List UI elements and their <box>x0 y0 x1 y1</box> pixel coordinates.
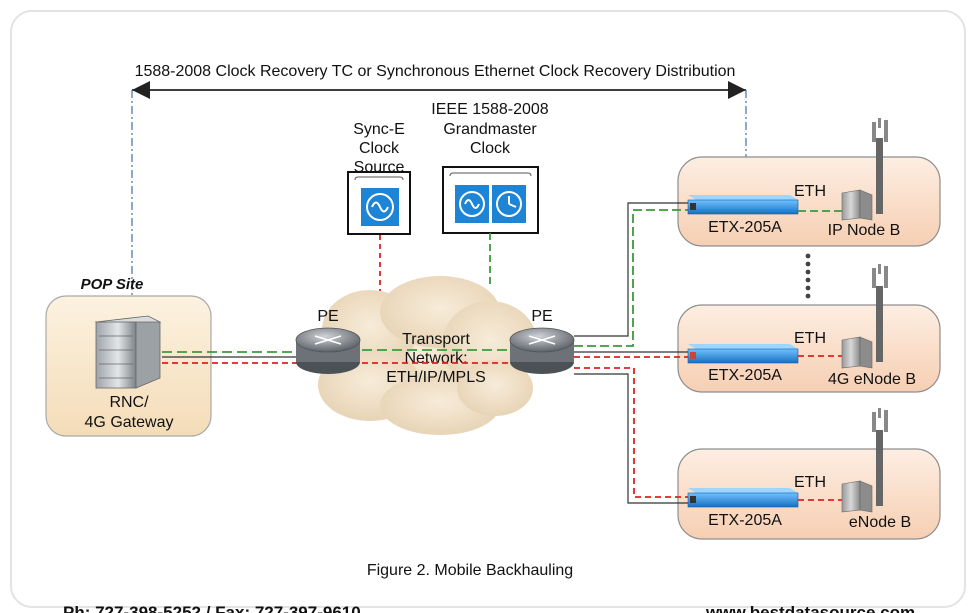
more-sites-dots <box>805 253 811 299</box>
etx-device-1 <box>687 195 799 215</box>
etx-device-3 <box>687 488 799 508</box>
site-3-eth-label: ETH <box>794 474 826 491</box>
pop-label-2: 4G Gateway <box>85 414 174 431</box>
transport-label-3: ETH/IP/MPLS <box>386 369 486 386</box>
transport-cloud <box>318 276 538 435</box>
cell-tower-icon <box>841 264 888 369</box>
footer-website: www.bestdatasource.com <box>705 603 915 613</box>
site-box-3 <box>677 448 941 540</box>
site-1-device-label: ETX-205A <box>708 219 782 236</box>
site-box-2 <box>677 304 941 393</box>
transport-label-2: Network: <box>404 350 467 367</box>
sync-e-clock-box <box>347 171 411 235</box>
router-icon-right <box>509 327 575 374</box>
sine-wave-icon <box>459 191 485 217</box>
header-text: 1588-2008 Clock Recovery TC or Synchrono… <box>135 63 736 80</box>
router-icon-left <box>295 327 361 374</box>
site-2-eth-label: ETH <box>794 330 826 347</box>
pop-label-1: RNC/ <box>109 394 149 411</box>
site-2-node-label: 4G eNode B <box>828 371 916 388</box>
site-3-device-label: ETX-205A <box>708 512 782 529</box>
sync-e-label-2: Clock <box>359 140 400 157</box>
grandmaster-clock-box <box>442 166 539 234</box>
sine-wave-icon <box>366 193 394 221</box>
figure-caption: Figure 2. Mobile Backhauling <box>367 562 573 579</box>
grandmaster-label-3: Clock <box>470 140 511 157</box>
cell-tower-icon <box>841 118 888 221</box>
server-icon <box>94 315 162 389</box>
site-2-device-label: ETX-205A <box>708 367 782 384</box>
links-to-site-2 <box>574 351 688 358</box>
site-1-eth-label: ETH <box>794 183 826 200</box>
clock-icon <box>496 191 522 217</box>
footer-contact: Ph: 727-398-5252 / Fax: 727-397-9610 <box>63 603 361 613</box>
sync-e-label-1: Sync-E <box>353 121 405 138</box>
pe-right-label: PE <box>531 308 552 325</box>
cell-tower-icon <box>841 408 888 513</box>
pe-left-label: PE <box>317 308 338 325</box>
etx-device-2 <box>687 344 799 364</box>
links-to-site-1 <box>574 202 688 347</box>
site-3-node-label: eNode B <box>849 514 911 531</box>
links-to-site-3 <box>574 367 688 504</box>
transport-label-1: Transport <box>402 331 470 348</box>
grandmaster-label-1: IEEE 1588-2008 <box>431 101 549 118</box>
site-1-node-label: IP Node B <box>828 222 901 239</box>
site-box-1 <box>677 156 941 247</box>
pop-site-title: POP Site <box>81 276 144 293</box>
grandmaster-label-2: Grandmaster <box>443 121 537 138</box>
